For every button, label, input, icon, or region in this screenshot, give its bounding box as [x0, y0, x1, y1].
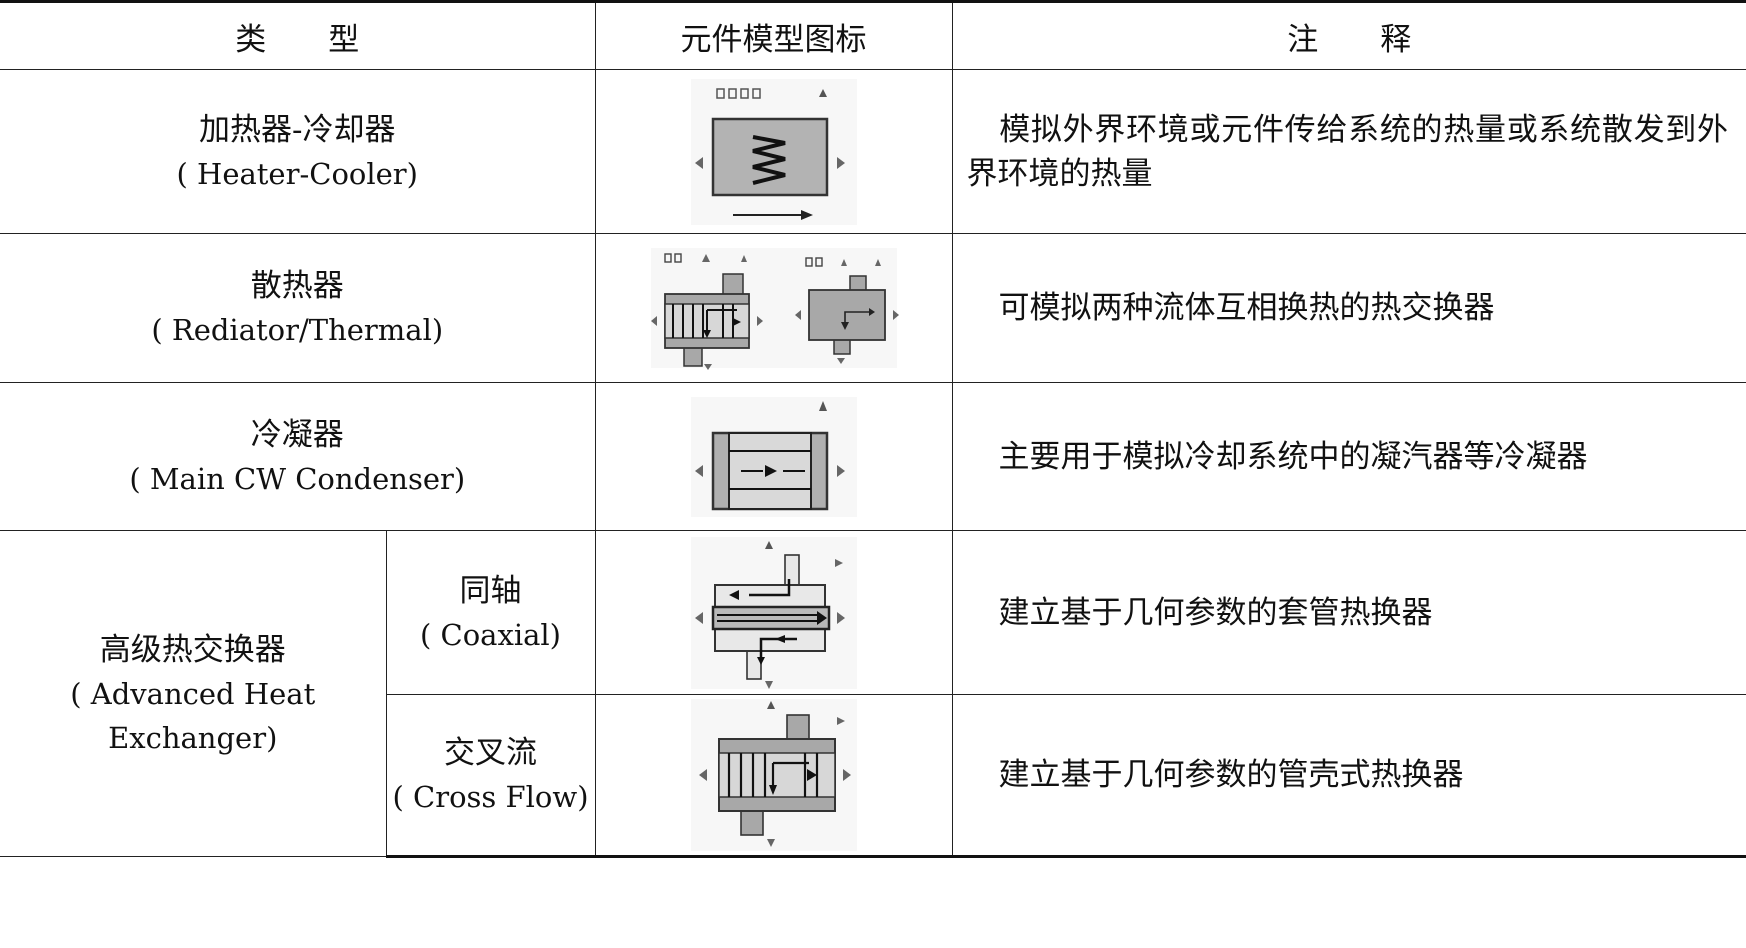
note-cell: 建立基于几何参数的套管热换器 — [951, 530, 1746, 695]
group-type-cell: 高级热交换器 ( Advanced Heat Exchanger) — [0, 530, 387, 857]
group-name-en: ( Advanced Heat Exchanger) — [70, 676, 316, 755]
table-row: 高级热交换器 ( Advanced Heat Exchanger) 同轴 ( C… — [0, 530, 1746, 857]
header-note: 注 释 — [951, 0, 1746, 70]
sub-type-cell: 交叉流 ( Cross Flow) — [386, 694, 596, 858]
type-name-cn: 冷凝器 — [250, 416, 344, 453]
type-cell: 加热器-冷却器 ( Heater-Cooler) — [0, 69, 596, 234]
heater-cooler-icon — [690, 78, 857, 225]
note-cell: 主要用于模拟冷却系统中的凝汽器等冷凝器 — [951, 382, 1746, 531]
sub-type-name-cn: 交叉流 — [444, 735, 537, 771]
note-cell: 可模拟两种流体互相换热的热交换器 — [951, 233, 1746, 383]
note-text: 建立基于几何参数的管壳式热换器 — [998, 757, 1464, 793]
note-cell: 模拟外界环境或元件传给系统的热量或系统散发到外界环境的热量 — [951, 69, 1746, 234]
type-cell: 散热器 ( Rediator/Thermal) — [0, 233, 596, 383]
header-type: 类 型 — [0, 0, 596, 70]
sub-type-name-cn: 同轴 — [459, 572, 522, 609]
icon-cell — [594, 69, 953, 234]
note-text: 建立基于几何参数的套管热换器 — [998, 594, 1433, 631]
table-header-row: 类 型 元件模型图标 注 释 — [0, 0, 1746, 70]
type-cell: 冷凝器 ( Main CW Condenser) — [0, 382, 596, 531]
sub-type-name-en: ( Cross Flow) — [392, 780, 589, 814]
icon-cell — [594, 694, 953, 858]
type-name-en: ( Heater-Cooler) — [176, 156, 418, 191]
coaxial-exchanger-icon — [690, 536, 857, 689]
note-cell: 建立基于几何参数的管壳式热换器 — [951, 694, 1746, 858]
sub-type-cell: 同轴 ( Coaxial) — [385, 530, 596, 695]
table-row: 交叉流 ( Cross Flow) — [0, 694, 1746, 858]
note-text: 可模拟两种流体互相换热的热交换器 — [998, 290, 1495, 326]
icon-cell — [594, 530, 953, 695]
type-name-cn: 散热器 — [250, 268, 344, 304]
type-name-en: ( Rediator/Thermal) — [151, 313, 444, 347]
radiator-thermal-icon — [650, 248, 899, 370]
condenser-icon — [690, 396, 857, 517]
table-row: 加热器-冷却器 ( Heater-Cooler) 模拟外界环境或元件传给系统的热… — [0, 69, 1746, 234]
table-row: 冷凝器 ( Main CW Condenser) 主要用于模拟冷却系统中 — [0, 382, 1746, 531]
component-model-table: 类 型 元件模型图标 注 释 加热器-冷却器 ( Heater-Cooler) — [0, 0, 1746, 858]
icon-cell — [594, 382, 953, 531]
cross-flow-exchanger-icon — [690, 699, 857, 851]
note-text: 模拟外界环境或元件传给系统的热量或系统散发到外界环境的热量 — [966, 111, 1729, 192]
header-icon: 元件模型图标 — [594, 0, 953, 70]
sub-type-name-en: ( Coaxial) — [420, 617, 561, 652]
type-name-cn: 加热器-冷却器 — [199, 111, 396, 148]
icon-cell — [594, 233, 953, 383]
group-name-cn: 高级热交换器 — [99, 631, 286, 668]
table-row: 散热器 ( Rediator/Thermal) — [0, 233, 1746, 383]
type-name-en: ( Main CW Condenser) — [129, 461, 466, 496]
note-text: 主要用于模拟冷却系统中的凝汽器等冷凝器 — [998, 438, 1588, 475]
